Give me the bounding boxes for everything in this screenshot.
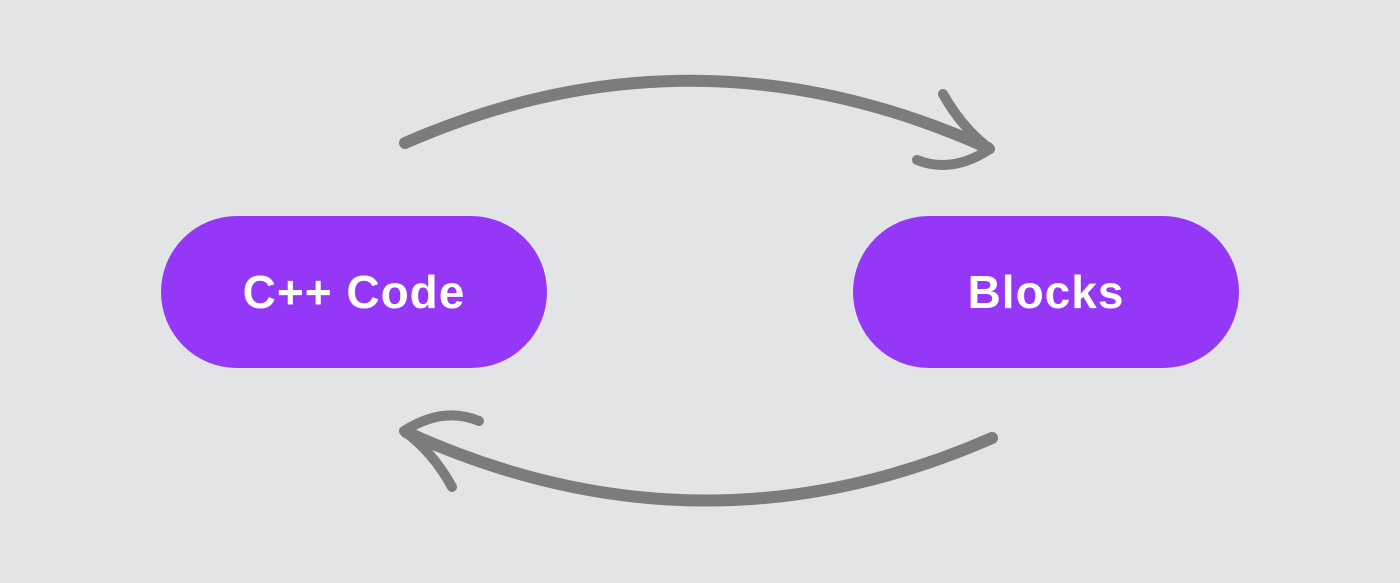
- bottom-arrow: [399, 410, 998, 507]
- node-cpp-code: C++ Code: [161, 216, 547, 368]
- top-arrow-head-lower-barb: [912, 144, 995, 170]
- top-arrow-curve: [399, 74, 994, 154]
- top-arrow-head-upper-barb: [938, 89, 995, 154]
- bottom-arrow-head-lower-barb: [399, 426, 457, 492]
- bottom-arrow-head-upper-barb: [399, 410, 484, 436]
- bottom-arrow-curve: [400, 426, 998, 507]
- node-cpp-code-label: C++ Code: [242, 266, 466, 318]
- node-blocks: Blocks: [853, 216, 1239, 368]
- node-blocks-label: Blocks: [967, 266, 1125, 318]
- top-arrow: [399, 74, 995, 170]
